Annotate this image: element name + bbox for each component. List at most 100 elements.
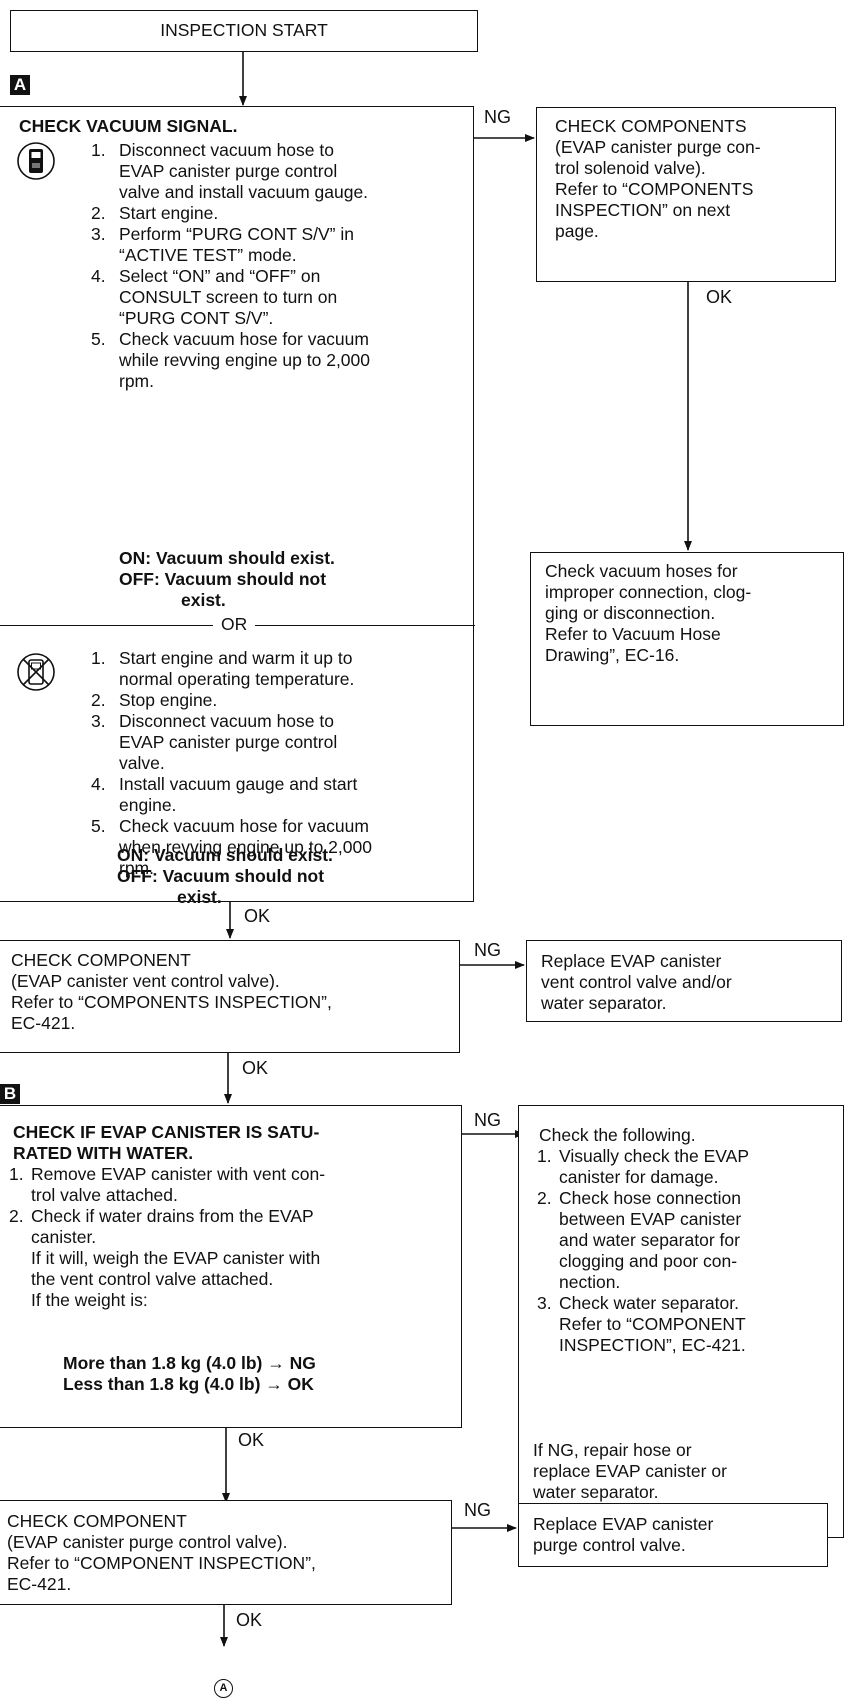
step-item: 1.Remove EVAP canister with vent con-tro…	[9, 1164, 325, 1206]
manual-on-result: ON: Vacuum should exist.	[117, 845, 333, 865]
consult-icon	[17, 142, 55, 180]
step-text-line: “ACTIVE TEST” mode.	[119, 245, 297, 265]
manual-off-result: OFF: Vacuum should not	[117, 866, 325, 886]
ng-label-purge: NG	[464, 1500, 491, 1520]
step-number: 1.	[91, 140, 106, 160]
step-text-line: Stop engine.	[119, 690, 218, 710]
or-divider-right	[255, 625, 475, 626]
no-consult-icon	[17, 653, 55, 691]
check-components-box: CHECK COMPONENTS(EVAP canister purge con…	[536, 107, 836, 282]
saturated-box: CHECK IF EVAP CANISTER IS SATU- RATED WI…	[0, 1105, 462, 1428]
saturated-ng-condition: More than 1.8 kg (4.0 lb) → NG	[63, 1353, 316, 1373]
step-text-line: INSPECTION”, EC-421.	[559, 1335, 746, 1355]
step-number: 2.	[537, 1188, 552, 1208]
step-text-line: when revving engine up to 2,000	[119, 837, 372, 857]
text-line: (EVAP canister vent control valve).	[11, 971, 280, 991]
step-number: 3.	[91, 711, 106, 731]
step-item: 2.Start engine.	[91, 203, 370, 224]
manual-off-result-cont: exist.	[177, 887, 222, 907]
text-line: CHECK COMPONENT	[11, 950, 191, 970]
step-text-line: Disconnect vacuum hose to	[119, 711, 334, 731]
saturated-ok-condition: Less than 1.8 kg (4.0 lb) → OK	[63, 1374, 314, 1394]
ok-label-purge: OK	[236, 1610, 263, 1630]
vacuum-signal-box: CHECK VACUUM SIGNAL. 1. Disconnect vacuum…	[0, 106, 475, 907]
consult-off-result-cont: exist.	[181, 590, 226, 610]
text-line: Refer to “COMPONENTS	[555, 179, 754, 199]
text-line: page.	[555, 221, 599, 241]
step-number: 5.	[91, 816, 106, 836]
step-text-line: Remove EVAP canister with vent con-	[31, 1164, 326, 1184]
purge-check-text: CHECK COMPONENT(EVAP canister purge cont…	[7, 1511, 316, 1595]
text-line: CHECK COMPONENT	[7, 1511, 187, 1531]
ng-label-vacuum: NG	[484, 107, 511, 127]
step-number: 1.	[537, 1146, 552, 1166]
consult-on-result: ON: Vacuum should exist.	[119, 548, 335, 568]
text-line: If NG, repair hose or	[533, 1440, 692, 1460]
step-text-line: Disconnect vacuum hose to	[119, 140, 334, 160]
step-text-line: Select “ON” and “OFF” on	[119, 266, 321, 286]
text-line: Drawing”, EC-16.	[545, 645, 680, 665]
step-text-line: Perform “PURG CONT S/V” in	[119, 224, 354, 244]
text-line: Refer to “COMPONENT INSPECTION”,	[7, 1553, 316, 1573]
step-text-line: Check water separator.	[559, 1293, 739, 1313]
text-line: purge control valve.	[533, 1535, 686, 1555]
step-text-line: engine.	[119, 795, 177, 815]
step-text-line: the vent control valve attached.	[31, 1269, 274, 1289]
text-line: vent control valve and/or	[541, 972, 732, 992]
step-text-line: Start engine and warm it up to	[119, 648, 353, 668]
text-line: Replace EVAP canister	[541, 951, 722, 971]
check-components-text: CHECK COMPONENTS(EVAP canister purge con…	[555, 116, 761, 242]
step-number: 2.	[91, 690, 106, 710]
section-tag-a: A	[10, 75, 30, 95]
connector-a: A	[214, 1679, 233, 1698]
saturated-title-2: RATED WITH WATER.	[13, 1143, 194, 1163]
step-text-line: Start engine.	[119, 203, 219, 223]
step-number: 5.	[91, 329, 106, 349]
step-text-line: If it will, weigh the EVAP canister with	[31, 1248, 321, 1268]
step-number: 3.	[91, 224, 106, 244]
start-box: INSPECTION START	[10, 10, 478, 52]
text-line: water separator.	[533, 1482, 659, 1502]
start-label: INSPECTION START	[160, 20, 328, 40]
text-line: Refer to Vacuum Hose	[545, 624, 721, 644]
step-text-line: Check vacuum hose for vacuum	[119, 816, 369, 836]
step-text-line: Install vacuum gauge and start	[119, 774, 358, 794]
step-text-line: rpm.	[119, 371, 154, 391]
step-item: 3.Check water separator.Refer to “COMPON…	[537, 1293, 749, 1356]
step-text-line: canister.	[31, 1227, 97, 1247]
step-text-line: normal operating temperature.	[119, 669, 355, 689]
step-text-line: clogging and poor con-	[559, 1251, 738, 1271]
step-text-line: Check hose connection	[559, 1188, 741, 1208]
section-tag-b: B	[0, 1084, 20, 1104]
vacuum-signal-title: CHECK VACUUM SIGNAL.	[19, 116, 238, 136]
ok-label-components: OK	[706, 287, 733, 307]
purge-check-box: CHECK COMPONENT(EVAP canister purge cont…	[0, 1500, 452, 1605]
text-line: Replace EVAP canister	[533, 1514, 714, 1534]
step-number: 4.	[91, 774, 106, 794]
step-item: 3. Perform “PURG CONT S/V” in“ACTIVE TEST…	[91, 224, 370, 266]
step-text-line: CONSULT screen to turn on	[119, 287, 338, 307]
ok-label-saturated: OK	[238, 1430, 265, 1450]
or-label: OR	[221, 614, 248, 634]
text-line: EC-421.	[11, 1013, 76, 1033]
text-line: water separator.	[541, 993, 667, 1013]
vent-check-text: CHECK COMPONENT(EVAP canister vent contr…	[11, 950, 332, 1034]
step-text-line: Refer to “COMPONENT	[559, 1314, 746, 1334]
ok-label-vacuum: OK	[244, 906, 271, 926]
consult-off-result: OFF: Vacuum should not	[119, 569, 327, 589]
step-text-line: and water separator for	[559, 1230, 740, 1250]
check-following-title: Check the following.	[539, 1125, 696, 1145]
